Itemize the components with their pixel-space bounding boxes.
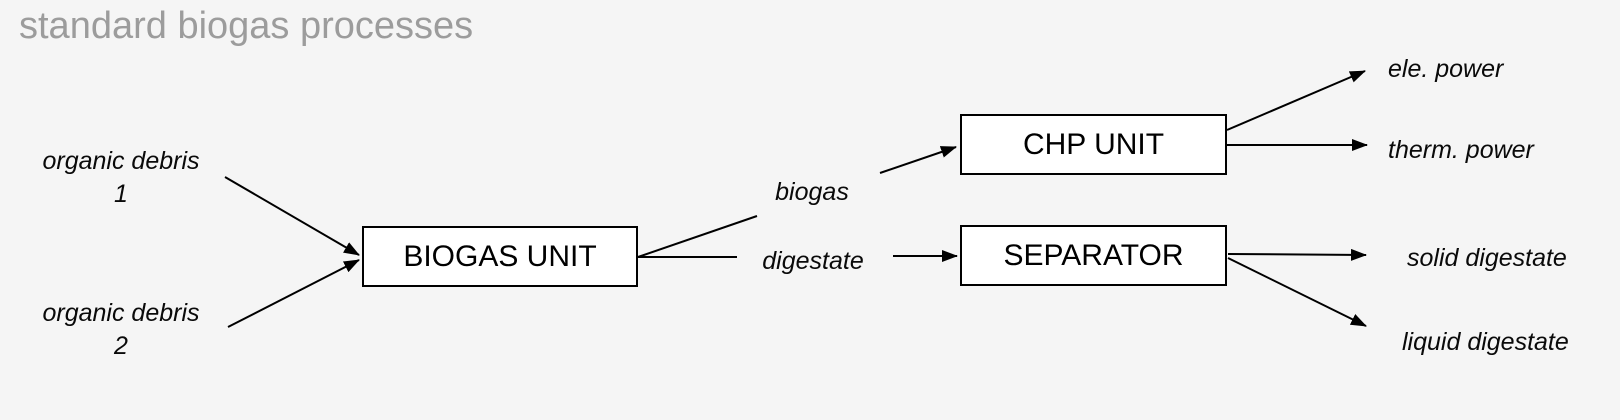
stream-label-digestate: digestate: [762, 247, 864, 275]
input-organic-debris-1-number: 1: [114, 180, 128, 208]
line-biogas-unit-to-biogas-label: [637, 215, 758, 258]
biogas-unit-label: BIOGAS UNIT: [403, 239, 597, 273]
arrow-organic-debris-2-to-biogas-unit: [227, 259, 360, 328]
separator-box: SEPARATOR: [960, 225, 1227, 286]
biogas-unit-box: BIOGAS UNIT: [362, 226, 638, 287]
input-organic-debris-2-text: organic debris: [42, 299, 200, 327]
chp-unit-box: CHP UNIT: [960, 114, 1227, 175]
output-label-therm-power: therm. power: [1388, 136, 1534, 164]
input-organic-debris-2-number: 2: [114, 332, 128, 360]
arrow-separator-to-solid-digestate: [1227, 248, 1367, 261]
input-organic-debris-1-text: organic debris: [42, 147, 200, 175]
output-label-solid-digestate: solid digestate: [1407, 244, 1567, 272]
output-label-ele-power: ele. power: [1388, 55, 1504, 83]
page-title: standard biogas processes: [19, 5, 474, 47]
input-label-organic-debris-2: organic debris 2: [21, 297, 221, 363]
output-label-liquid-digestate: liquid digestate: [1402, 328, 1569, 356]
arrow-organic-debris-1-to-biogas-unit: [224, 176, 360, 256]
arrow-separator-to-liquid-digestate: [1227, 257, 1367, 327]
separator-label: SEPARATOR: [1003, 238, 1184, 272]
arrow-chp-unit-to-ele-power: [1226, 70, 1366, 131]
arrow-biogas-label-to-chp-unit: [879, 146, 957, 174]
stream-label-biogas: biogas: [775, 178, 849, 206]
chp-unit-label: CHP UNIT: [1022, 127, 1165, 161]
input-label-organic-debris-1: organic debris 1: [21, 145, 221, 211]
